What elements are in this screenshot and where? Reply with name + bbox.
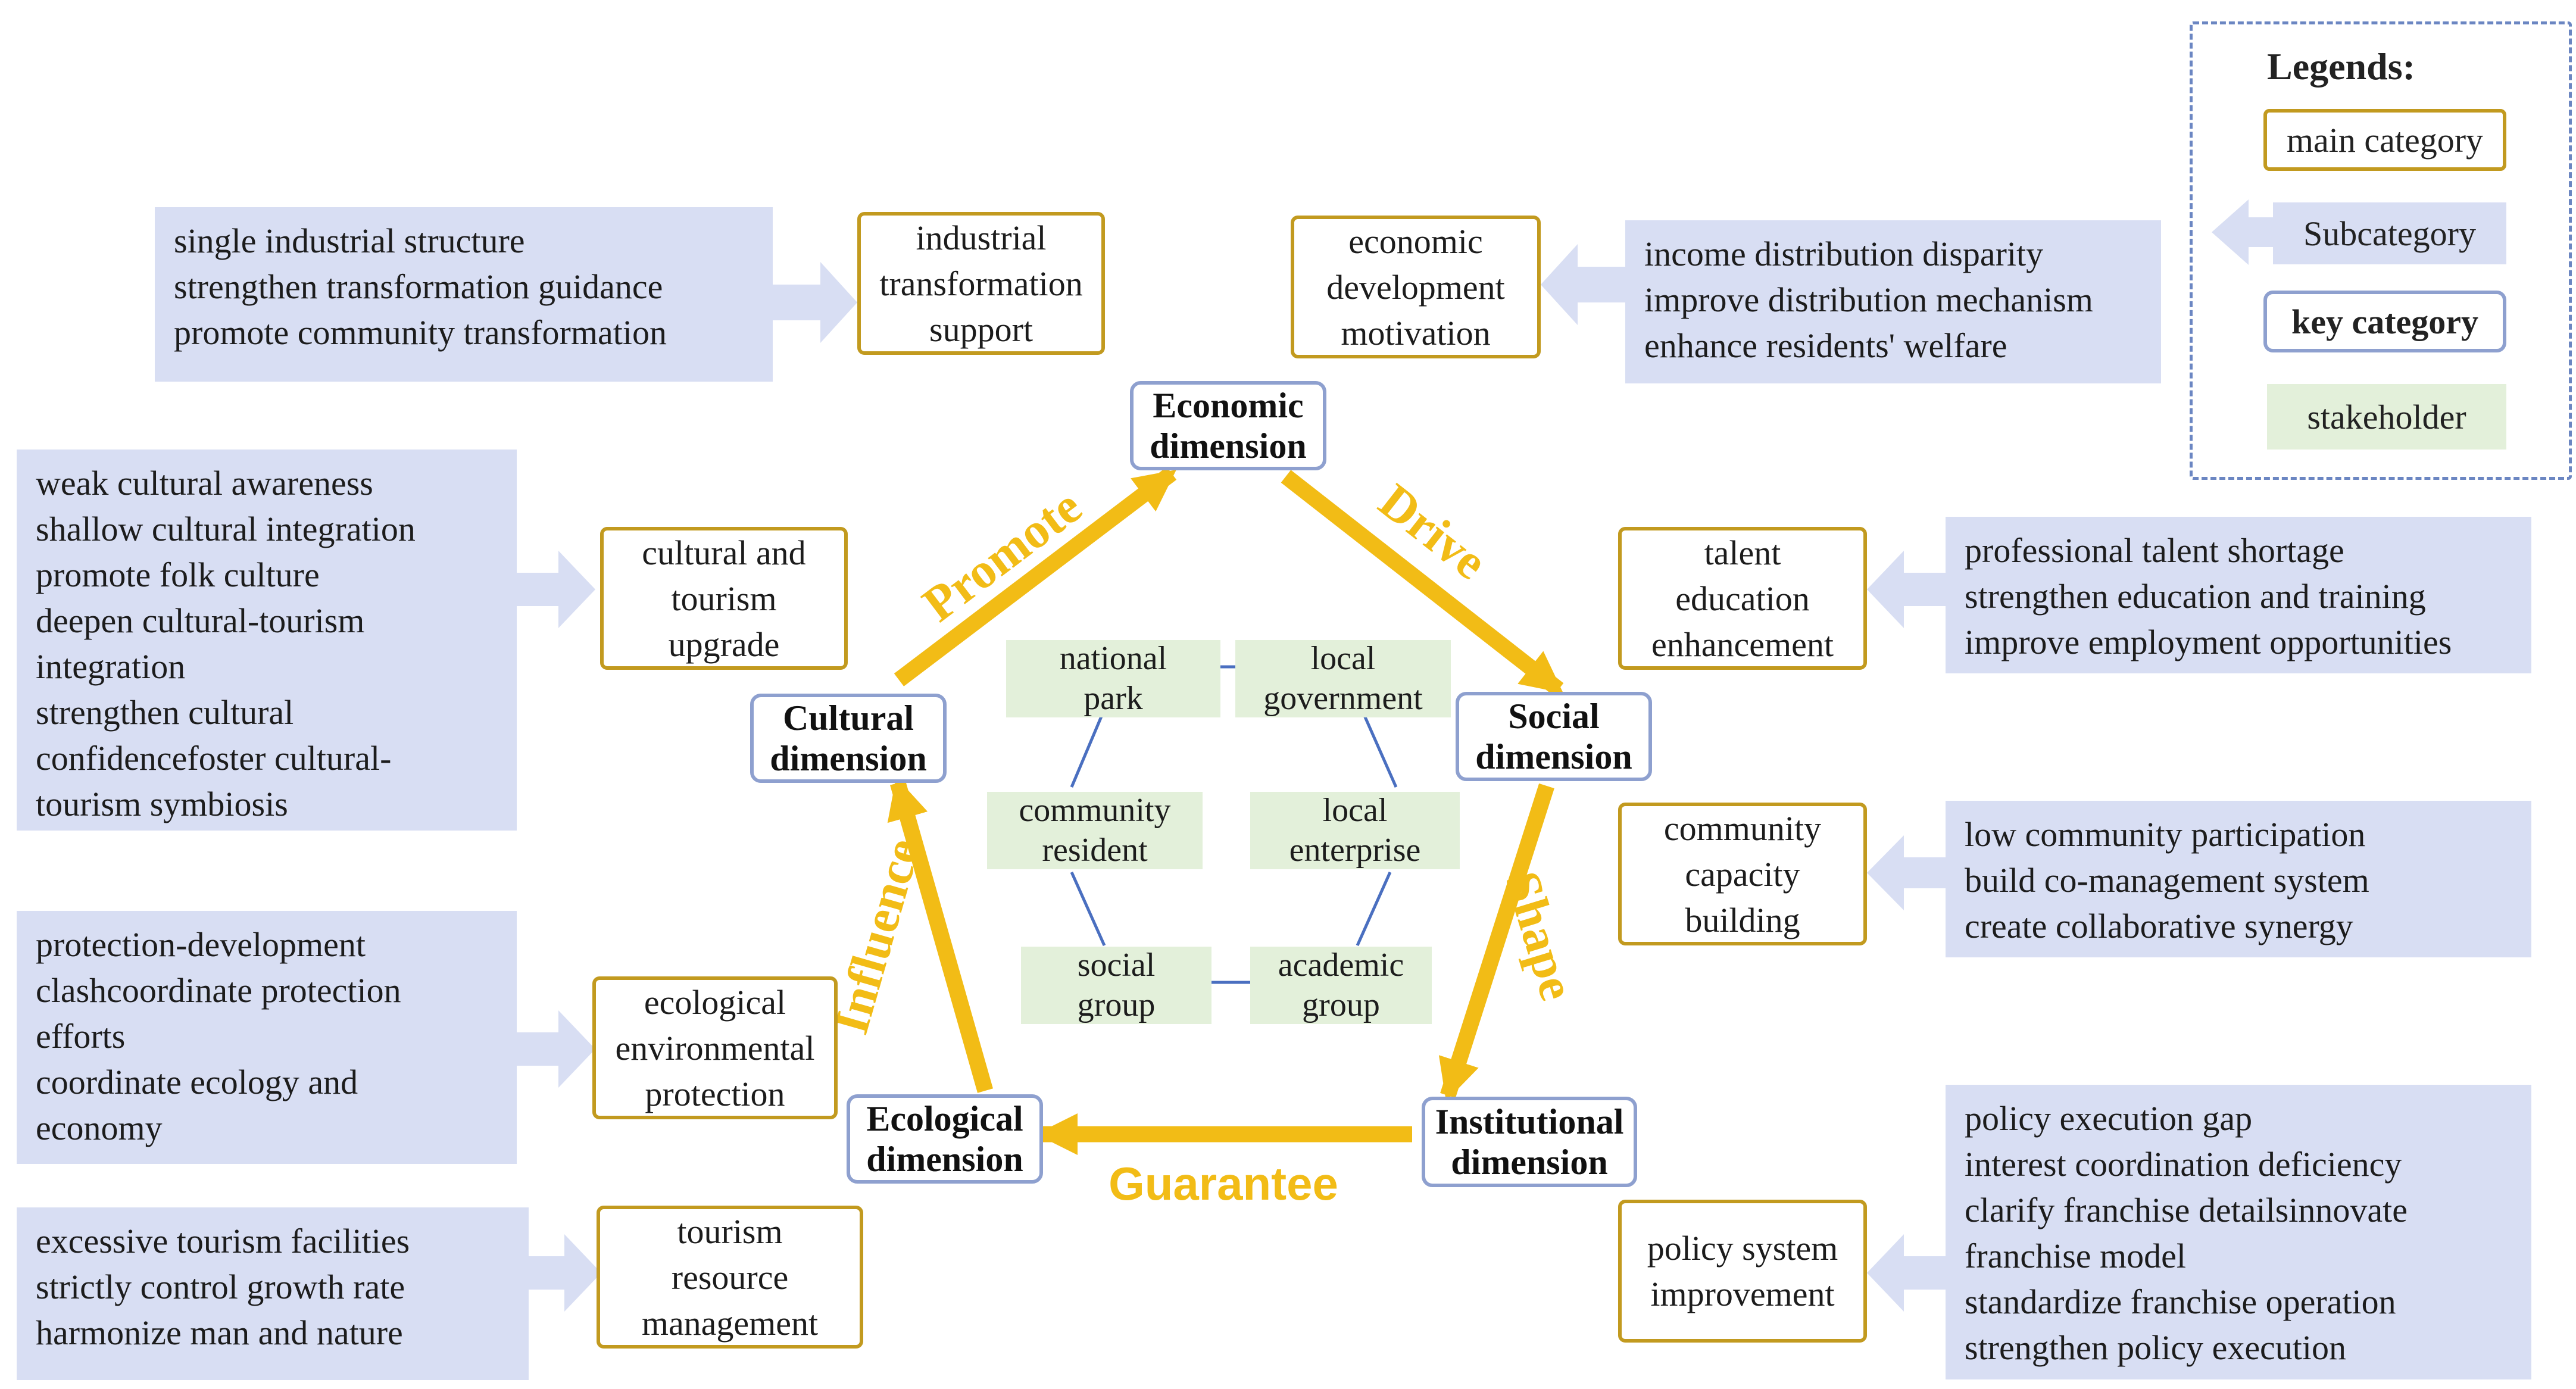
- key-social-dimension: Social dimension: [1456, 692, 1652, 781]
- block-arrow-talent: [1867, 551, 1946, 628]
- main-community-capacity: community capacity building: [1618, 803, 1867, 945]
- main-economic-motivation: economic development motivation: [1291, 216, 1541, 358]
- key-ecological-dimension: Ecological dimension: [847, 1094, 1043, 1184]
- key-cultural-dimension: Cultural dimension: [750, 694, 947, 783]
- main-ecological-protection: ecological environmental protection: [592, 976, 838, 1119]
- block-arrow-cultural: [517, 551, 595, 628]
- block-arrow-policy: [1867, 1234, 1946, 1312]
- subcategory-arrows: [517, 244, 1946, 1312]
- stakeholder-community-resident: community resident: [987, 792, 1203, 869]
- subcategory-tourism: excessive tourism facilities strictly co…: [17, 1207, 529, 1380]
- stakeholder-academic-group: academic group: [1250, 947, 1432, 1024]
- stakeholder-social-group: social group: [1021, 947, 1211, 1024]
- subcategory-community: low community participation build co-man…: [1946, 801, 2531, 957]
- main-industrial-transformation: industrial transformation support: [857, 212, 1105, 355]
- subcategory-ecological: protection-development clashcoordinate p…: [17, 911, 517, 1164]
- block-arrow-income: [1541, 244, 1625, 325]
- stakeholder-local-government: local government: [1235, 640, 1451, 717]
- arrow-promote: [894, 467, 1177, 686]
- arrow-shape: [1438, 783, 1554, 1101]
- block-arrow-tourism: [529, 1234, 601, 1312]
- block-arrow-community: [1867, 835, 1946, 910]
- label-guarantee: Guarantee: [1109, 1157, 1338, 1210]
- label-drive: Drive: [1369, 473, 1497, 591]
- subcategory-talent: professional talent shortage strengthen …: [1946, 517, 2531, 673]
- relation-arrows: [887, 467, 1564, 1155]
- block-arrow-ecological: [517, 1010, 595, 1088]
- arrow-drive: [1281, 470, 1564, 696]
- main-tourism-resource: tourism resource management: [597, 1206, 863, 1349]
- subcategory-industrial: single industrial structure strengthen t…: [155, 207, 773, 382]
- legend-subcategory-arrow-icon: [2212, 199, 2277, 265]
- label-influence: Influence: [823, 832, 932, 1040]
- legend-stakeholder: stakeholder: [2267, 384, 2506, 450]
- label-shape: Shape: [1494, 865, 1585, 1006]
- subcategory-cultural: weak cultural awareness shallow cultural…: [17, 450, 517, 831]
- key-economic-dimension: Economic dimension: [1130, 381, 1326, 470]
- block-arrow-industrial: [773, 262, 857, 343]
- main-cultural-tourism: cultural and tourism upgrade: [600, 527, 848, 670]
- subcategory-income: income distribution disparity improve di…: [1625, 220, 2161, 383]
- main-talent-education: talent education enhancement: [1618, 527, 1867, 670]
- main-policy-system: policy system improvement: [1618, 1200, 1867, 1343]
- stakeholder-national-park: national park: [1006, 640, 1220, 717]
- legend-title: Legends:: [2267, 45, 2415, 88]
- key-institutional-dimension: Institutional dimension: [1422, 1097, 1637, 1187]
- legend-subcategory: Subcategory: [2273, 202, 2506, 264]
- stakeholder-local-enterprise: local enterprise: [1250, 792, 1460, 869]
- arrow-influence: [887, 777, 993, 1093]
- legend-main-category: main category: [2263, 109, 2506, 171]
- subcategory-policy: policy execution gap interest coordinati…: [1946, 1085, 2531, 1379]
- legend-box: [2190, 21, 2572, 480]
- legend-key-category: key category: [2263, 291, 2506, 352]
